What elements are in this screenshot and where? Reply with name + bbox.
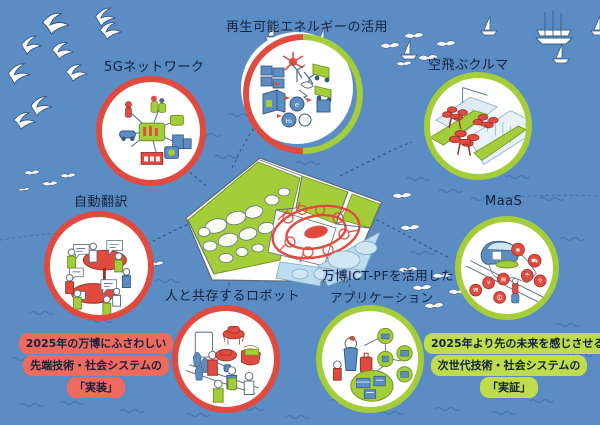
caption-left: 2025年の万博にふさわしい 先端技術・社会システムの 「実装」 bbox=[16, 332, 176, 398]
label-renewable-energy: 再生可能エネルギーの活用 bbox=[226, 20, 389, 35]
svg-text:⚲: ⚲ bbox=[538, 279, 542, 285]
auto-translation-bubble[interactable] bbox=[44, 211, 154, 321]
svg-text:▤: ▤ bbox=[501, 277, 506, 283]
caption-left-line-1: 2025年の万博にふさわしい bbox=[18, 333, 174, 354]
caption-left-line-2: 先端技術・社会システムの bbox=[23, 355, 169, 376]
caption-right-line-2: 次世代技術・社会システムの bbox=[430, 355, 588, 376]
maas-bubble[interactable]: ◉ ⛟ ☂ ⚲ ▤ ¥ ₩ 🛈 bbox=[455, 216, 559, 320]
label-robot: 人と共存するロボット bbox=[165, 289, 301, 304]
renewable-energy-bubble[interactable]: e H₂ bbox=[241, 32, 363, 154]
robot-bubble[interactable] bbox=[172, 305, 280, 413]
label-maas: MaaS bbox=[485, 194, 523, 209]
application-bubble[interactable] bbox=[316, 305, 424, 413]
svg-text:₩: ₩ bbox=[473, 288, 479, 294]
robot-illustration bbox=[185, 325, 261, 403]
svg-text:⛟: ⛟ bbox=[531, 258, 539, 264]
expo-site-isometric-map bbox=[168, 140, 398, 300]
renewable-energy-illustration: e H₂ bbox=[260, 52, 332, 128]
5g-network-bubble[interactable] bbox=[96, 76, 206, 186]
svg-text:H₂: H₂ bbox=[286, 118, 294, 125]
flying-car-bubble[interactable] bbox=[424, 72, 532, 180]
svg-text:☂: ☂ bbox=[525, 273, 530, 279]
svg-text:e: e bbox=[295, 101, 299, 109]
label-application-line2: アプリケーション bbox=[330, 290, 434, 305]
maas-illustration: ◉ ⛟ ☂ ⚲ ▤ ¥ ₩ 🛈 bbox=[466, 240, 547, 304]
caption-right: 2025年より先の未来を感じさせる 次世代技術・社会システムの 「実証」 bbox=[424, 332, 600, 398]
tall-ship-icon bbox=[534, 10, 574, 45]
application-illustration bbox=[333, 327, 413, 402]
auto-translation-illustration bbox=[65, 240, 131, 315]
flying-car-illustration bbox=[430, 87, 526, 171]
label-auto-translation: 自動翻訳 bbox=[74, 195, 129, 210]
svg-text:🛈: 🛈 bbox=[497, 294, 503, 301]
caption-right-line-3: 「実証」 bbox=[480, 377, 538, 398]
label-flying-car: 空飛ぶクルマ bbox=[428, 58, 509, 73]
svg-text:¥: ¥ bbox=[487, 281, 491, 287]
svg-text:◉: ◉ bbox=[516, 247, 521, 253]
label-5g-network: 5Gネットワーク bbox=[104, 60, 205, 75]
caption-right-line-1: 2025年より先の未来を感じさせる bbox=[424, 333, 600, 354]
split-ring bbox=[243, 34, 363, 154]
label-application-line1: 万博ICT-PFを活用した bbox=[322, 268, 455, 283]
5g-network-illustration bbox=[119, 95, 192, 165]
caption-left-line-3: 「実装」 bbox=[67, 377, 125, 398]
